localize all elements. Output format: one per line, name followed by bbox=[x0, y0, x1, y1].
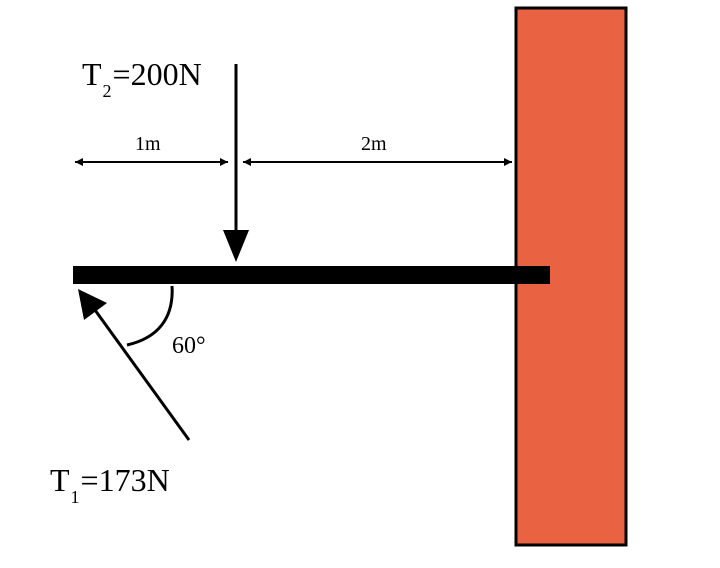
beam bbox=[73, 266, 550, 284]
t1-label: T1=173N bbox=[50, 462, 170, 507]
t1-force-arrow-head bbox=[78, 289, 107, 320]
t1-subscript: 1 bbox=[70, 487, 80, 507]
t2-force-arrow-head bbox=[223, 230, 249, 262]
dimension-label-left: 1m bbox=[135, 133, 161, 155]
t1-force-arrow-shaft bbox=[93, 309, 191, 441]
t1-value: =173N bbox=[80, 462, 170, 498]
t2-value: =200N bbox=[112, 56, 202, 92]
t2-symbol: T bbox=[82, 56, 102, 92]
t2-subscript: 2 bbox=[102, 81, 112, 101]
t1-symbol: T bbox=[50, 462, 70, 498]
dimension-label-right: 2m bbox=[361, 133, 387, 155]
t2-label: T2=200N bbox=[82, 56, 202, 101]
angle-label: 60° bbox=[172, 333, 206, 359]
angle-arc bbox=[126, 285, 174, 347]
